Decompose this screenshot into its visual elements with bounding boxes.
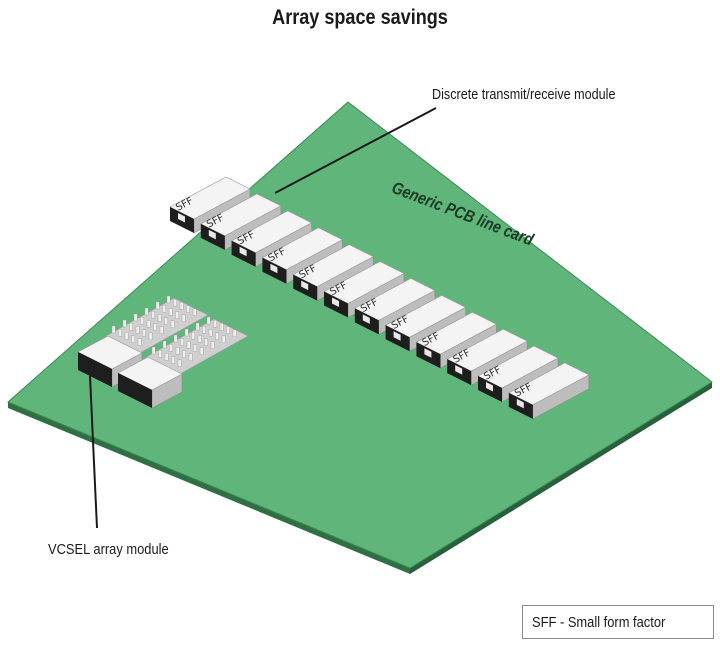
heat-sink-pin	[197, 335, 202, 343]
heat-sink-pin	[142, 329, 146, 337]
sff-port-opening	[516, 398, 524, 409]
heat-sink-pin	[162, 305, 166, 313]
heat-sink-pin	[158, 350, 162, 358]
sff-port-opening	[301, 280, 309, 291]
heat-sink-pin	[157, 314, 162, 322]
heat-sink-pin	[124, 332, 129, 340]
vcsel-leader-line	[89, 375, 98, 529]
heat-sink-pin	[159, 326, 164, 334]
heat-sink-pin	[186, 305, 190, 313]
heat-sink-pin	[144, 307, 149, 316]
sff-module: SFF	[508, 362, 590, 420]
heat-sink-pin	[210, 341, 215, 349]
heat-sink-pin	[122, 319, 127, 328]
heat-sink-pin	[202, 326, 206, 334]
sff-port-opening	[424, 348, 432, 358]
sff-port-opening	[270, 263, 278, 274]
vcsel-module-port	[78, 352, 112, 387]
legend-box: SFF - Small form factor	[522, 605, 714, 639]
vcsel-module-unit	[117, 316, 249, 409]
heat-sink-pin	[146, 320, 151, 328]
heat-sink-pin	[226, 326, 230, 334]
heat-sink-pin	[188, 353, 193, 361]
heat-sink-pin	[171, 356, 175, 364]
sff-port-opening	[332, 297, 339, 308]
heat-sink-pin	[133, 313, 138, 322]
heat-sink-pin	[182, 350, 186, 358]
heat-sink-pin	[219, 323, 224, 331]
pcb-board-side-right	[410, 382, 712, 574]
heat-sink-pin	[191, 332, 195, 340]
heat-sink-pin	[232, 329, 237, 337]
discrete-module-leader-line	[274, 107, 437, 194]
heat-sink-pin	[179, 302, 184, 310]
heat-sink-pin	[137, 338, 142, 346]
pcb-board-side	[8, 402, 410, 574]
heat-sink-pin	[162, 340, 167, 349]
heat-sink-pin	[164, 353, 169, 361]
sff-port-opening	[486, 381, 493, 392]
sff-port-opening	[208, 229, 216, 240]
sff-port-opening	[239, 246, 247, 257]
heat-sink-pin	[221, 335, 226, 343]
heat-sink-pin	[175, 311, 179, 319]
heat-sink-pin	[166, 295, 171, 304]
vcsel-array-label: VCSEL array module	[48, 541, 169, 558]
heat-sink-pin	[153, 323, 157, 331]
sff-port-opening	[455, 365, 463, 375]
heat-sink-pin	[173, 299, 177, 307]
heat-sink-pin	[131, 335, 135, 343]
heat-sink-pin	[151, 346, 156, 355]
heat-sink-pin	[148, 332, 153, 340]
discrete-module-label: Discrete transmit/receive module	[432, 86, 616, 103]
heat-sink-pin	[118, 329, 122, 337]
heat-sink-pin	[170, 320, 175, 328]
heat-sink-pin	[184, 328, 189, 337]
heat-sink-pin	[193, 344, 197, 352]
vcsel-array-module	[77, 295, 249, 409]
diagram-title: Array space savings	[272, 6, 448, 29]
heat-sink-pin	[169, 344, 173, 352]
heat-sink-pin	[213, 320, 217, 328]
heat-sink-pin	[177, 359, 182, 367]
heat-sink-pin	[173, 334, 178, 343]
heat-sink-pin	[204, 338, 208, 346]
heat-sink-pin	[208, 329, 213, 337]
heat-sink-pin	[151, 311, 155, 319]
legend-text: SFF - Small form factor	[532, 614, 666, 631]
heat-sink-pin	[180, 338, 184, 346]
heat-sink-pin	[215, 332, 219, 340]
sff-module: SFF	[323, 261, 405, 319]
heat-sink-pin	[199, 347, 204, 355]
heat-sink-pin	[181, 314, 186, 322]
heat-sink-pin	[135, 326, 140, 334]
heat-sink-pin	[155, 301, 160, 310]
heat-sink-pin	[175, 347, 180, 355]
sff-port-opening	[362, 314, 370, 324]
heat-sink-pin	[140, 317, 144, 325]
heat-sink-pin	[186, 341, 191, 349]
heat-sink-pin	[195, 322, 200, 331]
sff-port-opening	[393, 331, 401, 341]
vcsel-module-port	[118, 373, 152, 408]
heat-sink-pin	[164, 317, 168, 325]
heat-sink-pin	[111, 325, 116, 334]
heat-sink-pin	[129, 323, 133, 331]
heat-sink-pin	[168, 308, 173, 316]
heat-sink-pin	[206, 316, 211, 325]
heat-sink-pin	[192, 308, 197, 316]
sff-port-opening	[178, 212, 185, 223]
